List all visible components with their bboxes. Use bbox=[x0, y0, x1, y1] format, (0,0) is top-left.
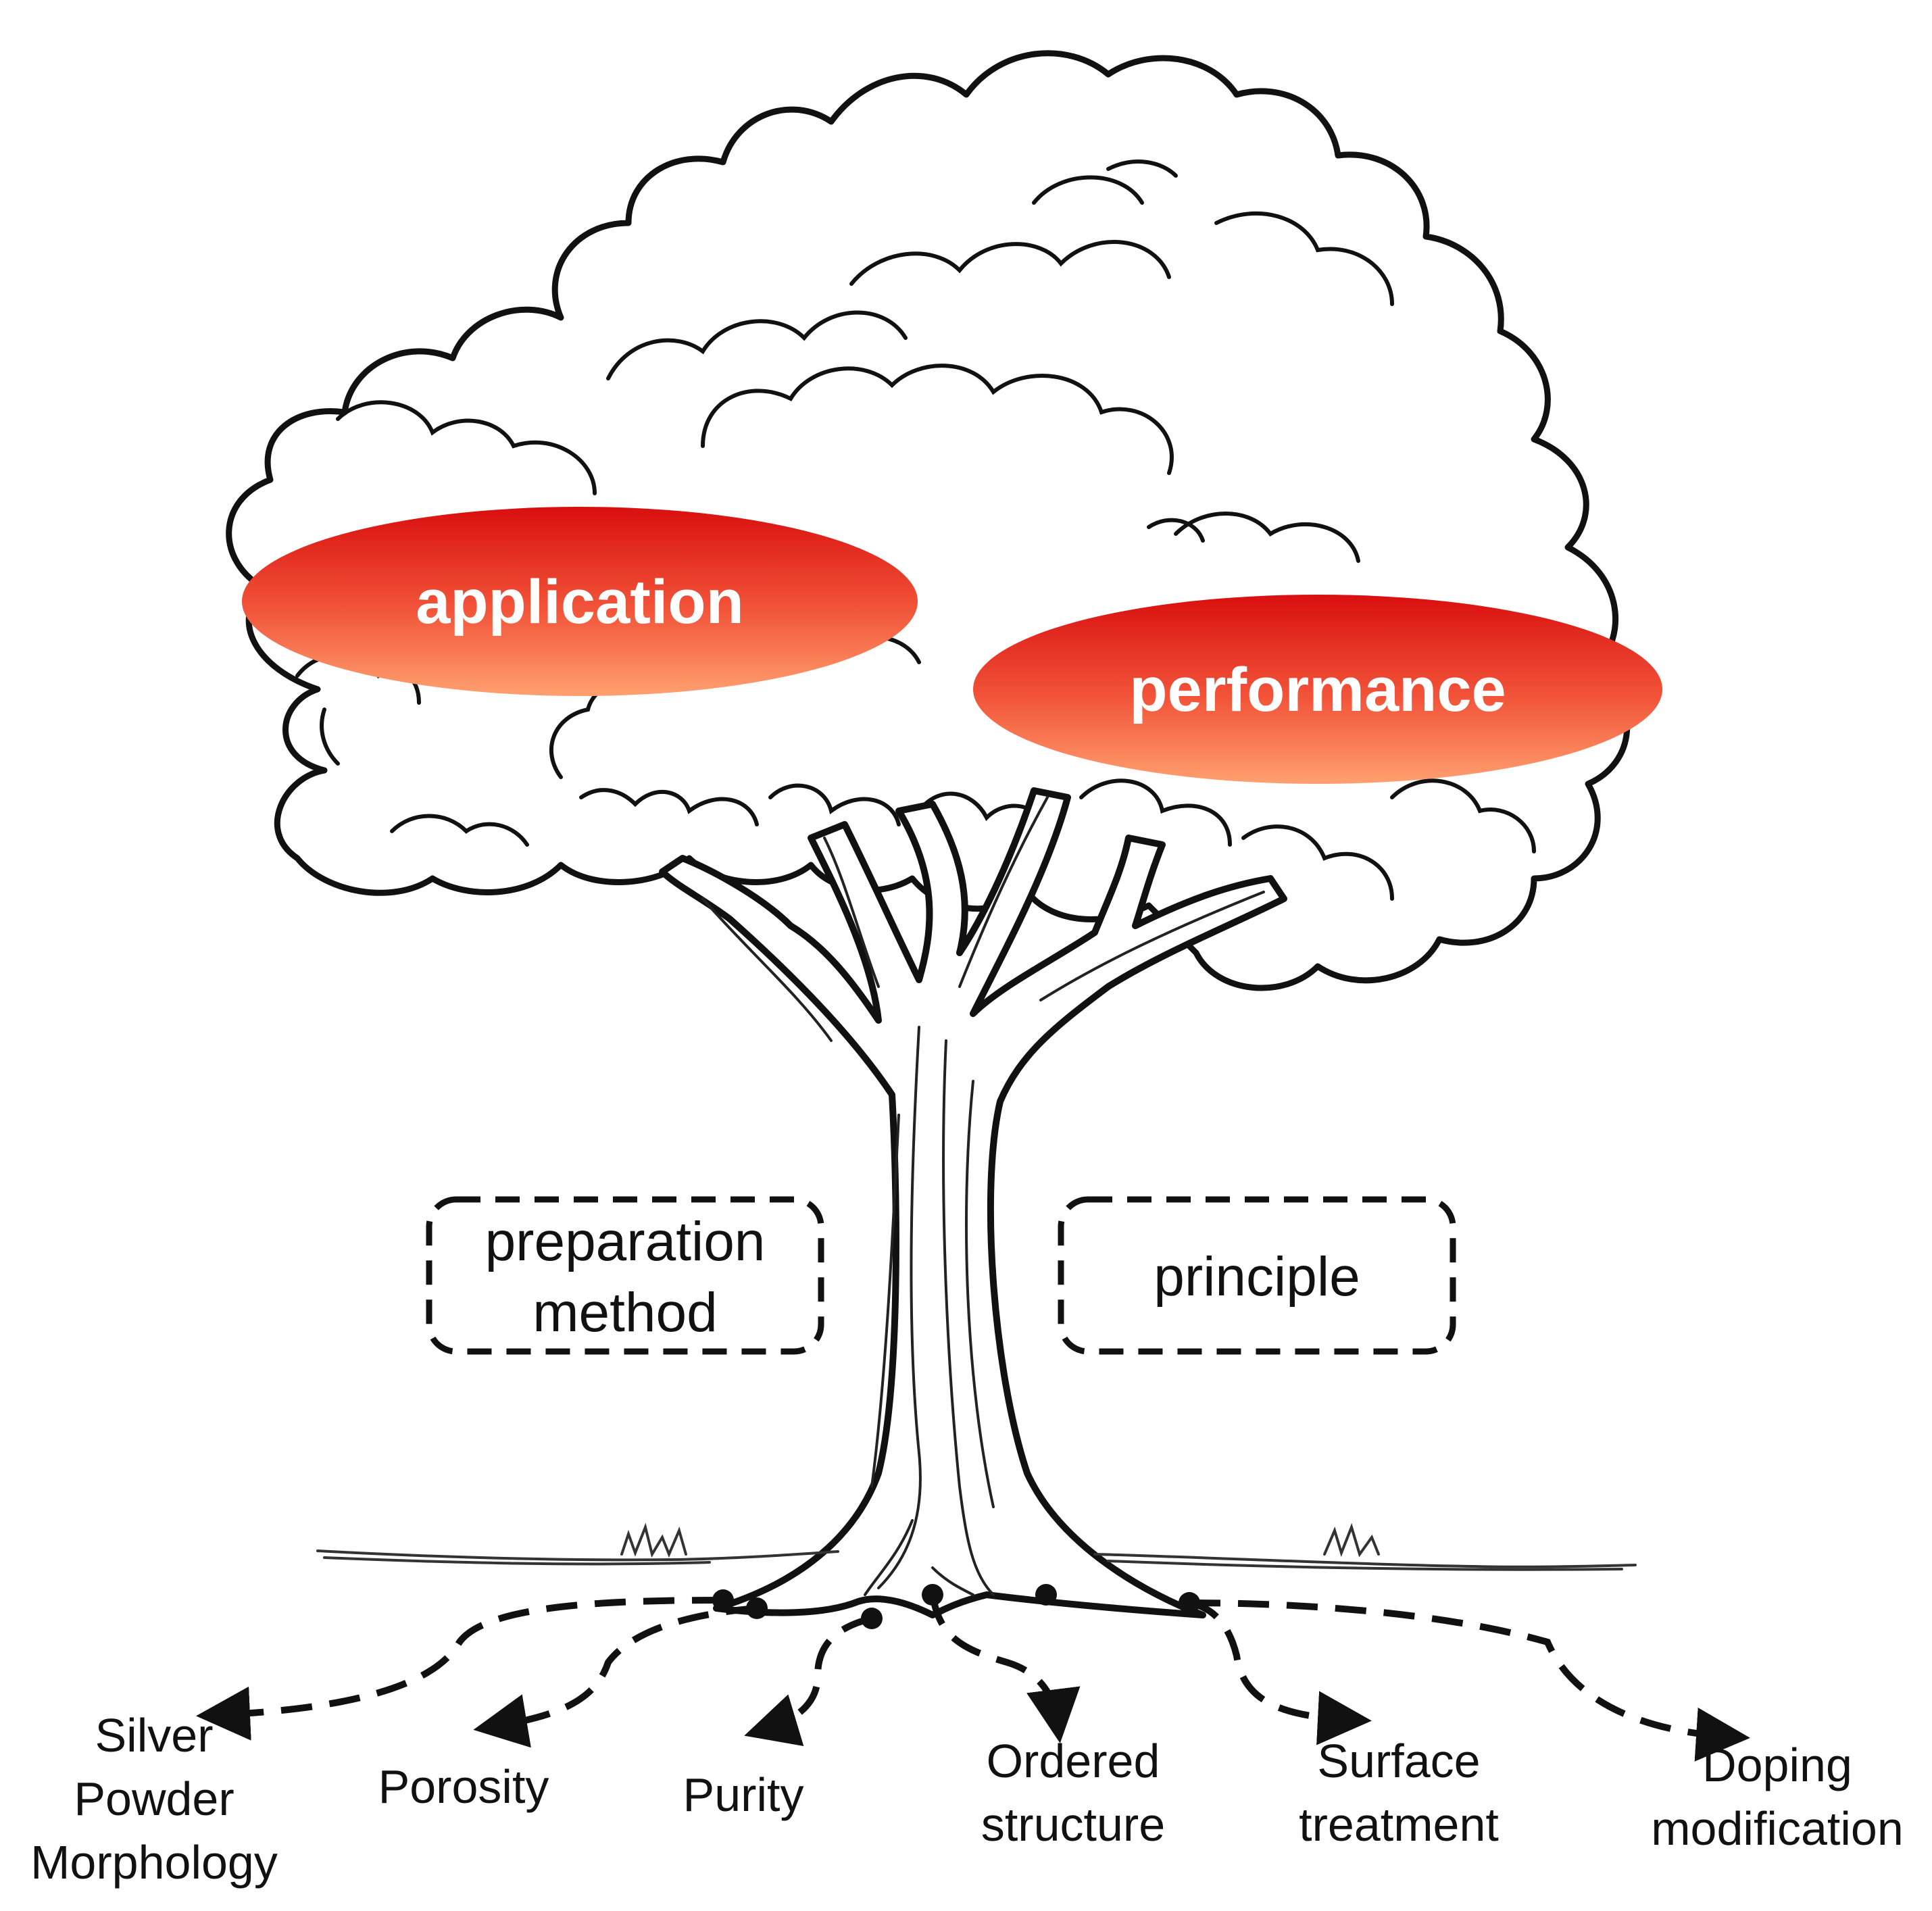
root-arrow-purity bbox=[744, 1615, 873, 1746]
root-arrow-surface bbox=[1188, 1599, 1372, 1745]
preparation-method-box: preparation method bbox=[426, 1196, 824, 1355]
ordered-line2: structure bbox=[981, 1798, 1165, 1851]
root-label-purity: Purity bbox=[683, 1768, 804, 1821]
root-node bbox=[746, 1597, 768, 1619]
principle-box: principle bbox=[1058, 1196, 1456, 1355]
root-arrow-porosity bbox=[473, 1605, 758, 1748]
root-arrow-ordered bbox=[929, 1594, 1081, 1743]
doping-line2: modification bbox=[1651, 1802, 1904, 1855]
purity-label: Purity bbox=[683, 1768, 804, 1821]
method-label: method bbox=[532, 1282, 718, 1343]
root-label-porosity: Porosity bbox=[378, 1760, 549, 1813]
application-label: application bbox=[416, 568, 744, 637]
silver-line1: Silver bbox=[95, 1709, 213, 1762]
root-node bbox=[1035, 1584, 1057, 1606]
root-label-doping: Doping modification bbox=[1651, 1739, 1904, 1855]
root-label-silver: Silver Powder Morphology bbox=[30, 1709, 278, 1889]
root-arrows bbox=[196, 1584, 1750, 1762]
performance-label: performance bbox=[1129, 655, 1506, 724]
root-label-surface: Surface treatment bbox=[1299, 1735, 1499, 1851]
silver-line2: Powder bbox=[74, 1772, 234, 1825]
silver-line3: Morphology bbox=[30, 1836, 278, 1889]
principle-label: principle bbox=[1154, 1246, 1360, 1308]
porosity-label: Porosity bbox=[378, 1760, 549, 1813]
root-arrow-doping bbox=[1189, 1599, 1750, 1762]
application-oval: application bbox=[242, 507, 918, 696]
surface-line1: Surface bbox=[1317, 1735, 1480, 1787]
surface-line2: treatment bbox=[1299, 1798, 1499, 1851]
root-label-ordered: Ordered structure bbox=[981, 1735, 1165, 1851]
root-node bbox=[712, 1589, 734, 1611]
root-arrow-silver bbox=[196, 1597, 724, 1741]
tree-trunk bbox=[659, 787, 1287, 1618]
preparation-label: preparation bbox=[485, 1211, 766, 1272]
ordered-line1: Ordered bbox=[987, 1735, 1160, 1787]
root-node bbox=[1179, 1592, 1200, 1614]
root-node bbox=[861, 1608, 883, 1629]
doping-line1: Doping bbox=[1702, 1739, 1852, 1791]
performance-oval: performance bbox=[973, 595, 1662, 784]
ground-line bbox=[316, 1522, 1637, 1571]
root-node bbox=[922, 1584, 943, 1606]
